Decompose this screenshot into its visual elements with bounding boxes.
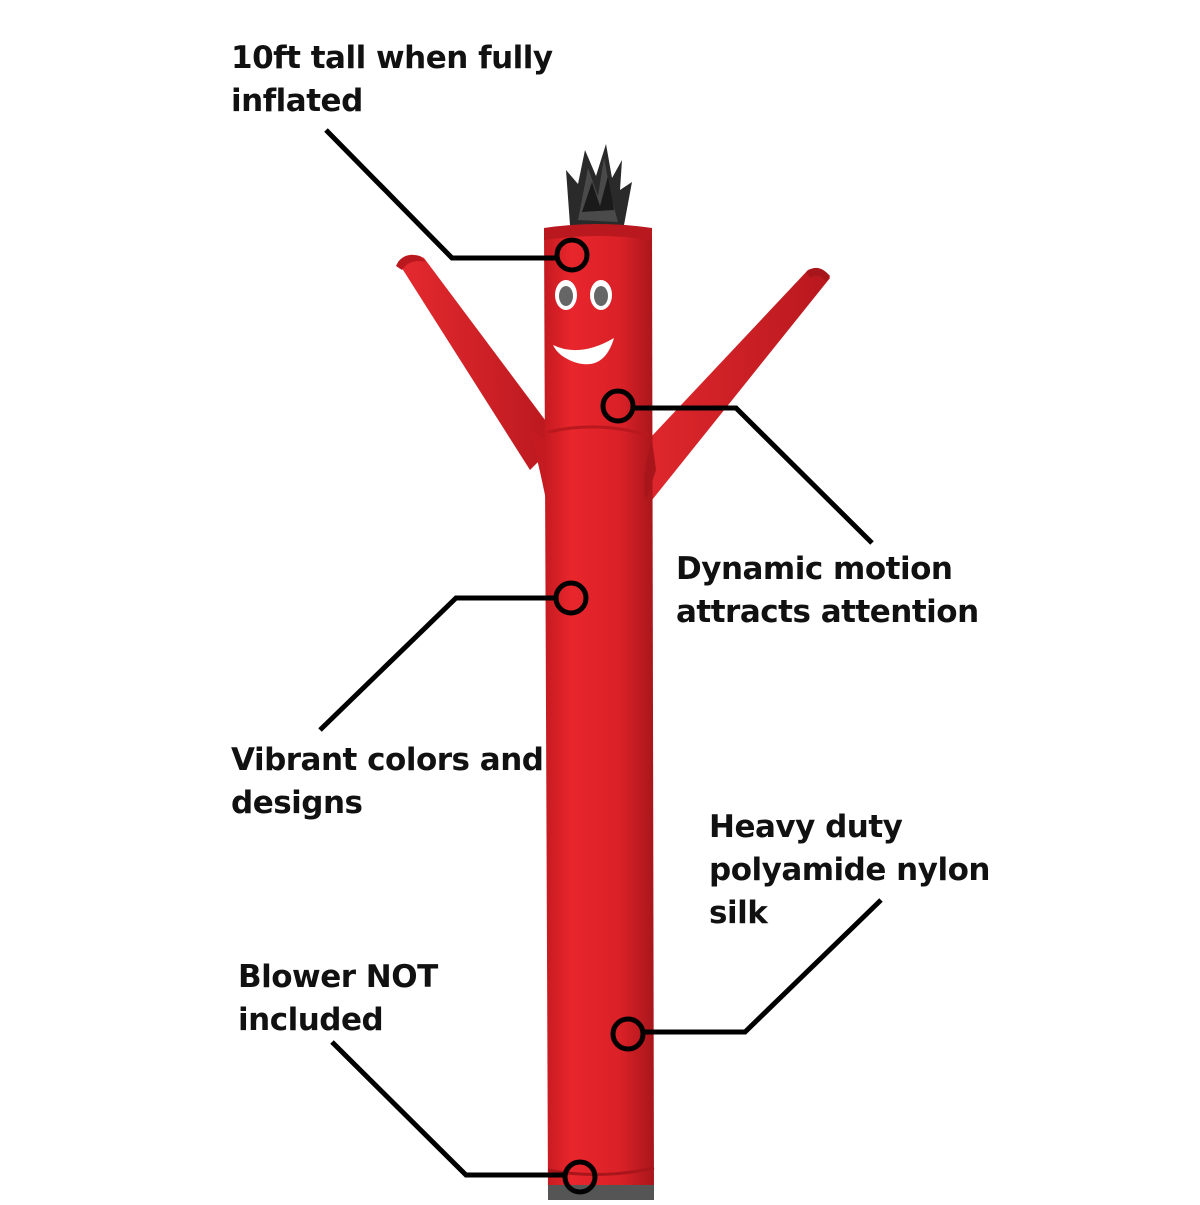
callout-fabric-line-1: Heavy duty	[709, 809, 903, 845]
callout-fabric-line-2: polyamide nylon	[709, 852, 990, 888]
callout-blower-line-2: included	[238, 1002, 384, 1038]
top-streamer	[566, 144, 632, 225]
callout-colors-line-2: designs	[231, 785, 363, 821]
callout-motion-line-2: attracts attention	[676, 594, 979, 630]
callout-colors-line-1: Vibrant colors and	[231, 742, 544, 778]
callout-height-line-2: inflated	[231, 83, 363, 119]
leader-lines	[318, 128, 883, 1195]
left-arm	[396, 254, 560, 470]
callout-fabric-line-3: silk	[709, 895, 768, 931]
callout-colors: Vibrant colors and designs	[231, 739, 544, 825]
face	[553, 280, 614, 365]
callout-height-line-1: 10ft tall when fully	[231, 40, 553, 76]
callout-fabric: Heavy duty polyamide nylon silk	[709, 806, 990, 935]
callout-motion: Dynamic motion attracts attention	[676, 548, 979, 634]
callout-blower: Blower NOT included	[238, 956, 438, 1042]
right-arm	[620, 267, 830, 500]
callout-height: 10ft tall when fully inflated	[231, 37, 553, 123]
callout-blower-line-1: Blower NOT	[238, 959, 438, 995]
callout-motion-line-1: Dynamic motion	[676, 551, 953, 587]
tube-body	[530, 224, 656, 1200]
